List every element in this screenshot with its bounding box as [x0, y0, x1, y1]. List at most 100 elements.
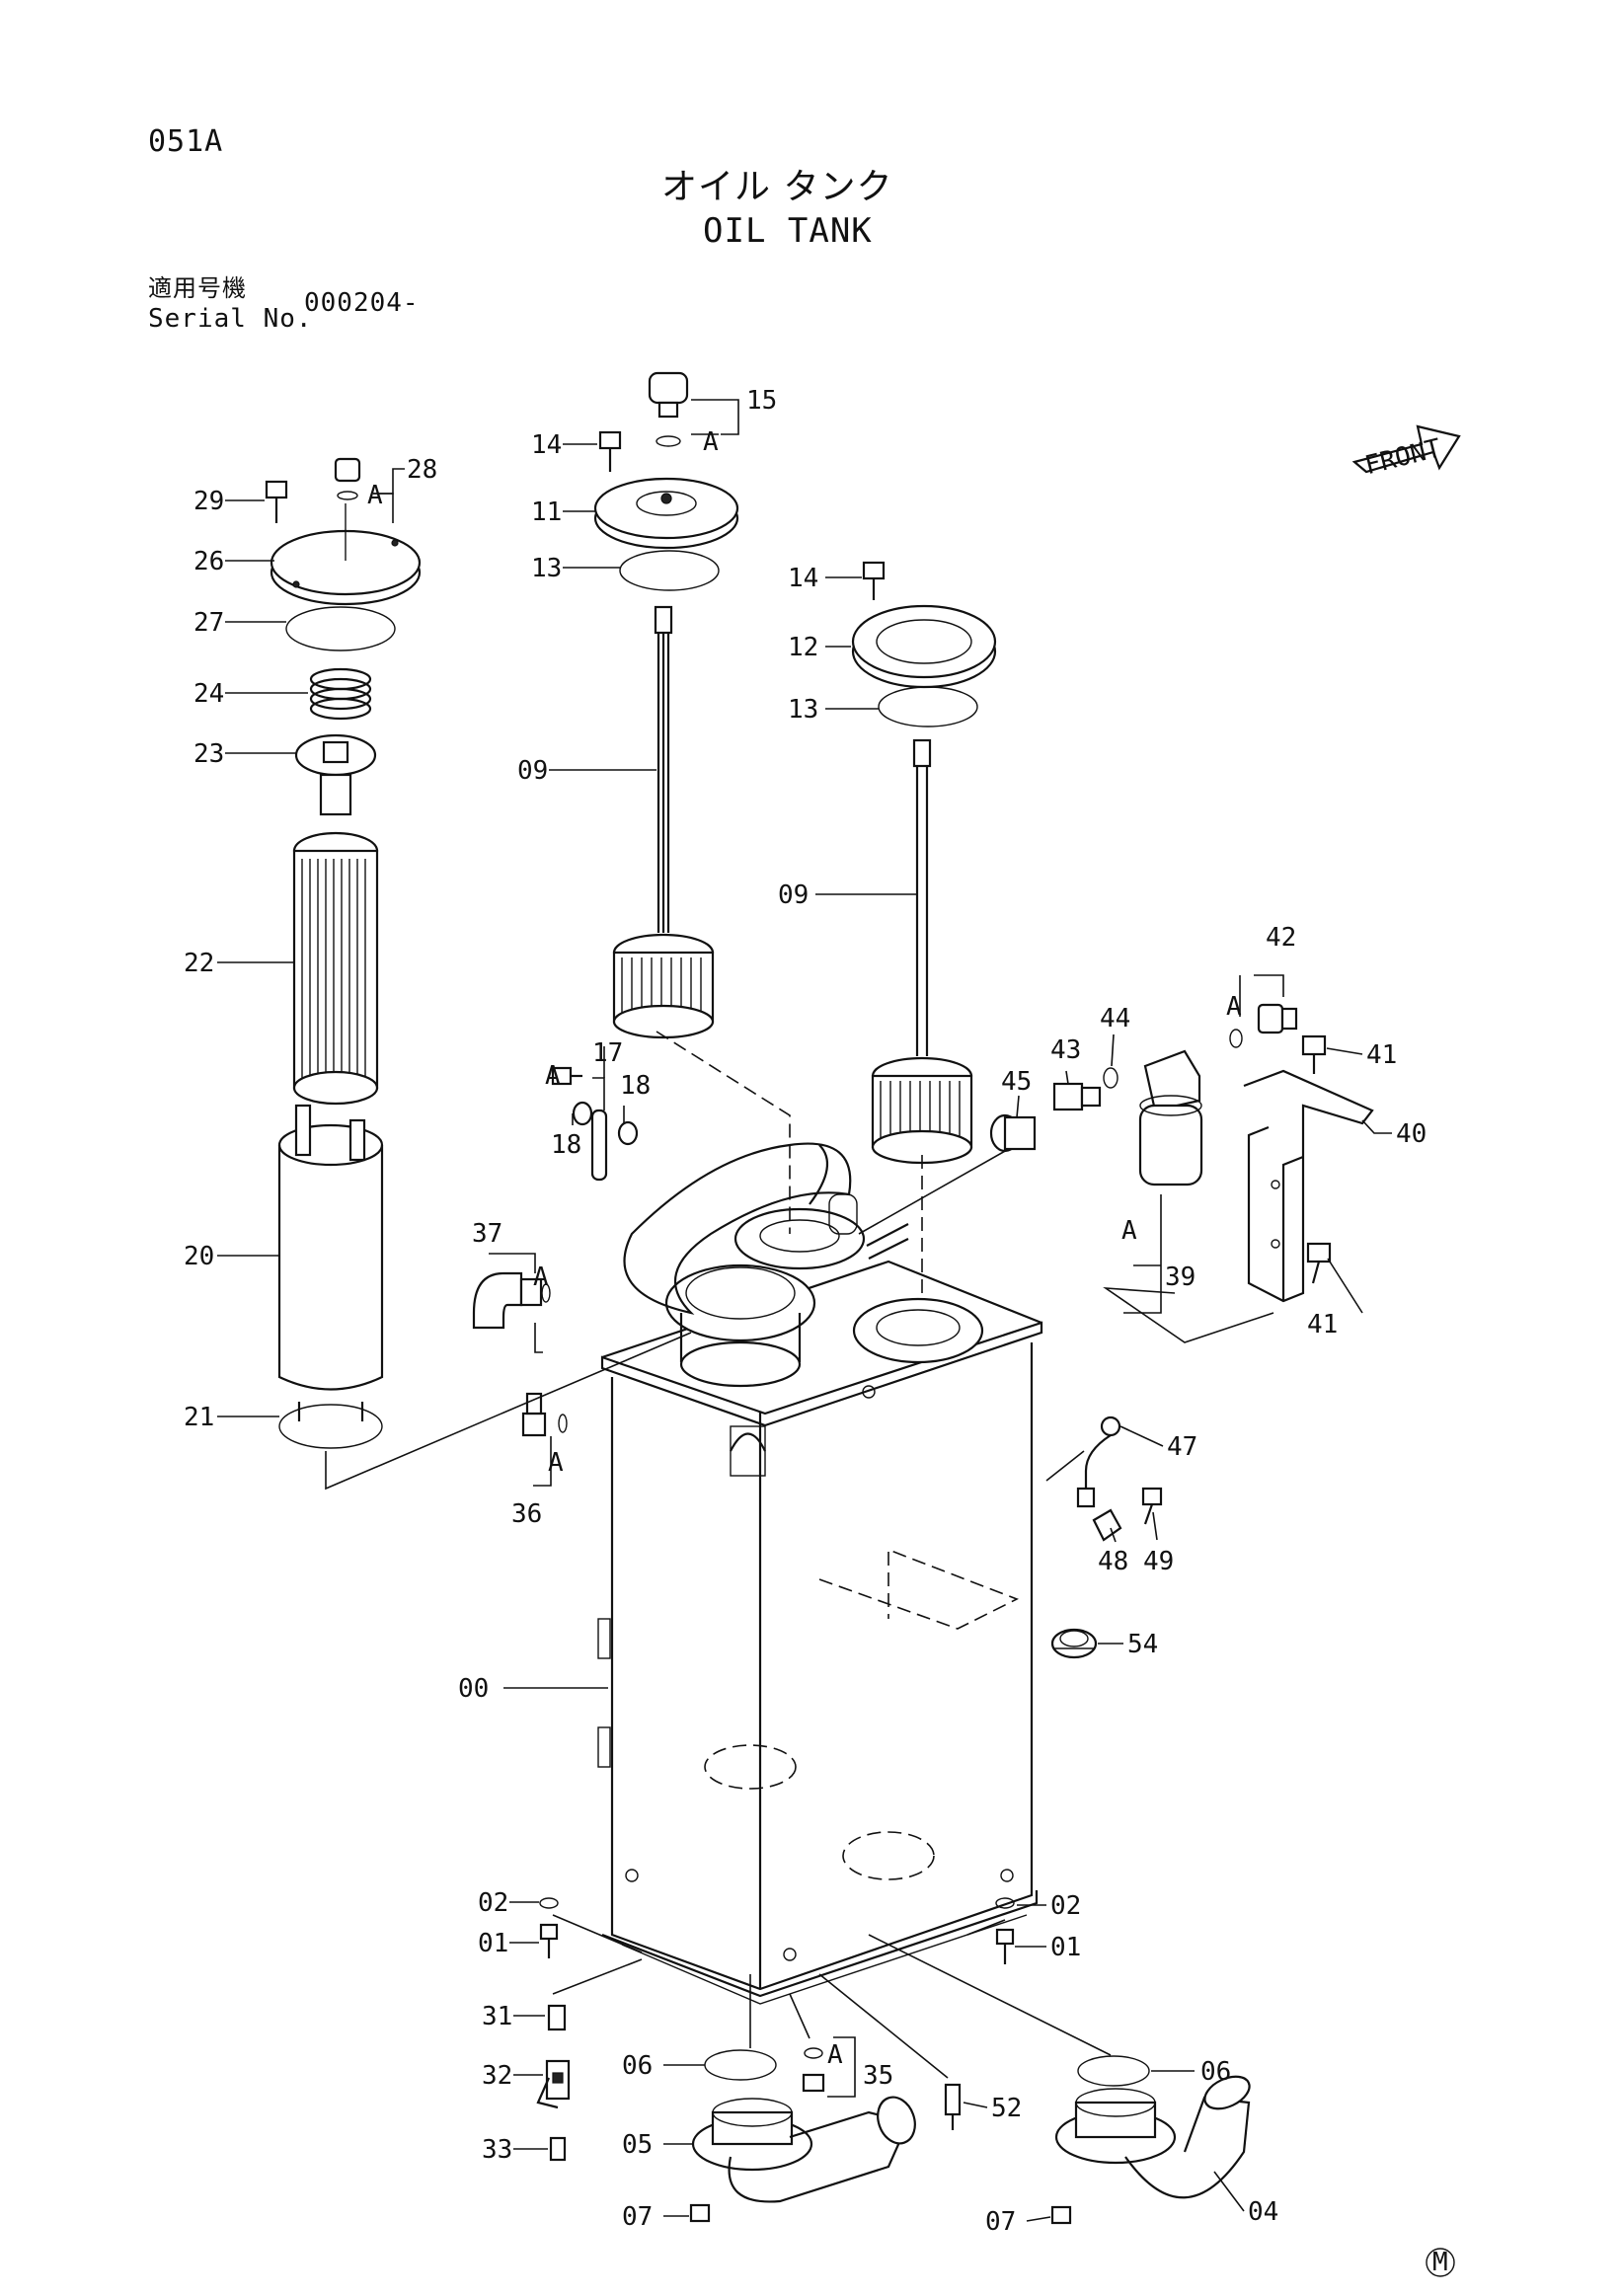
part-40-bracket	[1243, 1069, 1374, 1303]
title-english: OIL TANK	[703, 211, 873, 251]
callout-39: 39	[1165, 1263, 1196, 1292]
part-43-fitting	[1052, 1082, 1102, 1111]
callout-26: 26	[193, 547, 224, 576]
part-48-clip	[1092, 1508, 1122, 1542]
part-14-bolt-right	[862, 561, 886, 600]
part-41-bolts	[1301, 1034, 1332, 1284]
part-09-suction-strainer-left	[612, 605, 715, 1039]
callout-18-right: 18	[620, 1071, 651, 1101]
front-arrow-icon: FRONT	[1351, 424, 1461, 481]
group-a-36: A	[548, 1448, 564, 1478]
group-a-42: A	[1226, 992, 1242, 1022]
part-22-filter-element	[292, 831, 379, 1106]
callout-04: 04	[1248, 2197, 1278, 2227]
part-09-suction-strainer-right	[871, 738, 973, 1165]
callout-01-left: 01	[478, 1929, 508, 1958]
group-a-39: A	[1121, 1216, 1137, 1246]
callout-35: 35	[863, 2061, 893, 2091]
part-32-drain-valve	[536, 2059, 571, 2109]
part-37-elbow	[472, 1271, 551, 1330]
callout-07-right: 07	[985, 2207, 1016, 2237]
callout-32: 32	[482, 2061, 512, 2091]
part-27-gasket	[285, 606, 396, 651]
callout-27: 27	[193, 608, 224, 638]
callout-17: 17	[592, 1038, 623, 1068]
callout-52: 52	[991, 2094, 1022, 2123]
callout-13-right: 13	[788, 695, 818, 725]
callout-15: 15	[746, 386, 777, 416]
part-35-plug	[802, 2047, 825, 2093]
callout-leaders	[217, 399, 1392, 2222]
callout-28: 28	[407, 455, 437, 485]
group-a-17: A	[545, 1061, 561, 1091]
callout-12: 12	[788, 633, 818, 662]
assembly-lines	[325, 1031, 1274, 2079]
callout-49: 49	[1143, 1547, 1174, 1576]
serial-label-english: Serial No.	[148, 304, 313, 334]
part-06-plates	[704, 2049, 1150, 2087]
footer-mark: M	[1432, 2248, 1448, 2277]
part-02-01-left	[539, 1897, 559, 1958]
part-18-nuts	[572, 1101, 639, 1146]
part-13-gasket-right	[878, 686, 978, 727]
part-11-cover	[593, 477, 739, 550]
callout-07-left: 07	[622, 2202, 653, 2232]
callout-44: 44	[1100, 1004, 1130, 1033]
part-12-flange	[851, 604, 997, 689]
callout-09-right: 09	[778, 880, 809, 910]
group-a-37: A	[533, 1263, 549, 1292]
footer-m-mark-icon: M	[1426, 2248, 1455, 2277]
part-15-breather	[648, 371, 689, 447]
callout-05: 05	[622, 2130, 653, 2160]
part-26-cover	[270, 503, 422, 606]
callout-23: 23	[193, 739, 224, 769]
front-label: FRONT	[1362, 433, 1445, 481]
part-02-01-right	[995, 1897, 1015, 1964]
callout-24: 24	[193, 679, 224, 709]
part-05-elbow-pipe	[691, 2096, 916, 2203]
group-a-15: A	[703, 427, 719, 457]
part-36-plug	[521, 1392, 568, 1437]
callout-20: 20	[184, 1242, 214, 1271]
callout-14-right: 14	[788, 564, 818, 593]
callout-06-left: 06	[622, 2051, 653, 2081]
part-21-gasket	[278, 1402, 383, 1449]
callout-13-left: 13	[531, 554, 562, 583]
serial-number: 000204-	[304, 288, 420, 318]
part-28-plug	[334, 457, 361, 500]
part-54-grommet	[1050, 1628, 1098, 1659]
callout-41-bottom: 41	[1307, 1310, 1338, 1339]
part-23-valve	[294, 733, 377, 816]
part-07-bolts	[689, 2203, 1072, 2225]
callout-42: 42	[1266, 923, 1296, 953]
part-52-sensor	[944, 2083, 962, 2130]
part-31-nipple	[547, 2004, 567, 2031]
group-a-35: A	[827, 2040, 843, 2070]
callout-41-top: 41	[1366, 1040, 1397, 1070]
group-a-28: A	[367, 481, 383, 510]
callout-21: 21	[184, 1403, 214, 1432]
serial-label-japanese: 適用号機	[148, 274, 247, 302]
title-japanese: オイル タンク	[661, 167, 893, 207]
callout-06-right: 06	[1200, 2057, 1231, 2087]
callout-22: 22	[184, 949, 214, 978]
callout-02-left: 02	[478, 1888, 508, 1918]
part-47-sensor	[1076, 1416, 1121, 1508]
callout-47: 47	[1167, 1432, 1197, 1462]
page-code: 051A	[148, 124, 224, 159]
part-13-gasket-left	[619, 550, 720, 591]
tank-top-ports	[623, 1142, 984, 1388]
callout-09-left: 09	[517, 756, 548, 786]
part-45-adapter	[989, 1113, 1037, 1153]
callout-11: 11	[531, 497, 562, 527]
part-14-bolt-left	[598, 430, 622, 472]
callout-54: 54	[1127, 1630, 1158, 1659]
callout-43: 43	[1050, 1035, 1081, 1065]
callout-37: 37	[472, 1219, 502, 1249]
callout-36: 36	[511, 1499, 542, 1529]
part-24-spring	[309, 667, 372, 721]
part-17-bracket	[551, 1066, 608, 1182]
part-29-bolt	[265, 480, 288, 523]
callout-00: 00	[458, 1674, 489, 1704]
